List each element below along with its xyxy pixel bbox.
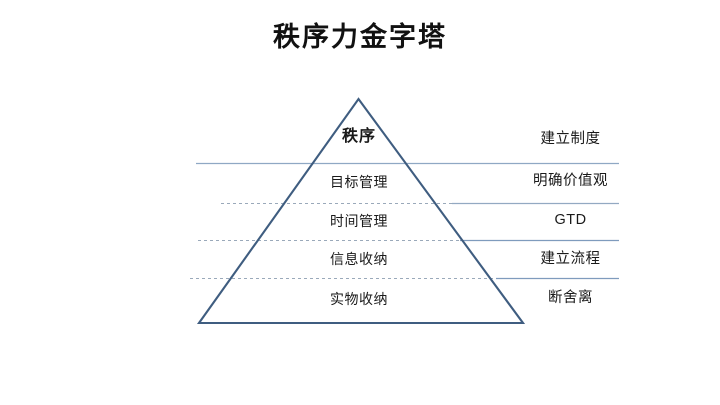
pyramid-outer-label-1: 建立制度 — [540, 131, 601, 147]
page-title: 秩序力金字塔 — [273, 22, 447, 52]
pyramid-outline — [196, 97, 526, 325]
pyramid-tier-label-2: 目标管理 — [330, 174, 388, 190]
pyramid-outer-label-3: GTD — [554, 212, 587, 228]
pyramid-tier-label-5: 实物收纳 — [330, 291, 388, 307]
pyramid-tier-label-4: 信息收纳 — [330, 251, 388, 267]
pyramid-tier-label-1: 秩序 — [341, 128, 376, 145]
pyramid-tier-label-3: 时间管理 — [330, 213, 388, 229]
pyramid-outer-label-4: 建立流程 — [540, 251, 601, 267]
pyramid-outer-label-5: 断舍离 — [548, 290, 593, 306]
pyramid-outer-label-2: 明确价值观 — [533, 173, 608, 189]
